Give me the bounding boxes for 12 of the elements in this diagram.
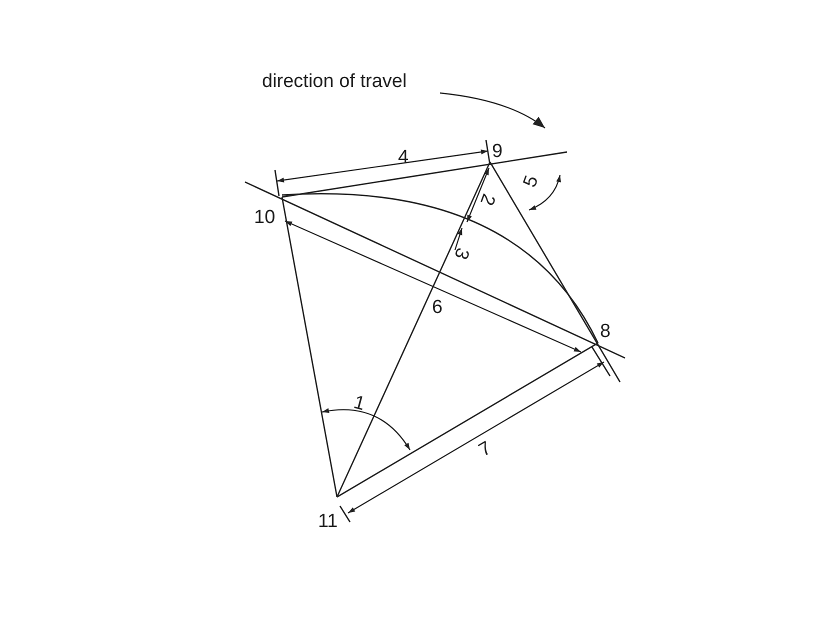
dimension-label: 1 bbox=[352, 392, 367, 414]
dimension-label: 6 bbox=[432, 298, 443, 317]
dimension-label: 4 bbox=[398, 148, 409, 167]
point-label: 8 bbox=[600, 322, 611, 341]
point-label: 9 bbox=[492, 142, 503, 161]
dimension-label: 2 bbox=[476, 191, 498, 208]
point-label: 11 bbox=[318, 512, 338, 531]
point-label: 10 bbox=[254, 208, 276, 227]
dimension-label: 3 bbox=[450, 245, 472, 262]
dimension-label: 5 bbox=[520, 173, 542, 190]
dimension-label: 7 bbox=[476, 438, 495, 460]
direction-label: direction of travel bbox=[262, 72, 407, 91]
